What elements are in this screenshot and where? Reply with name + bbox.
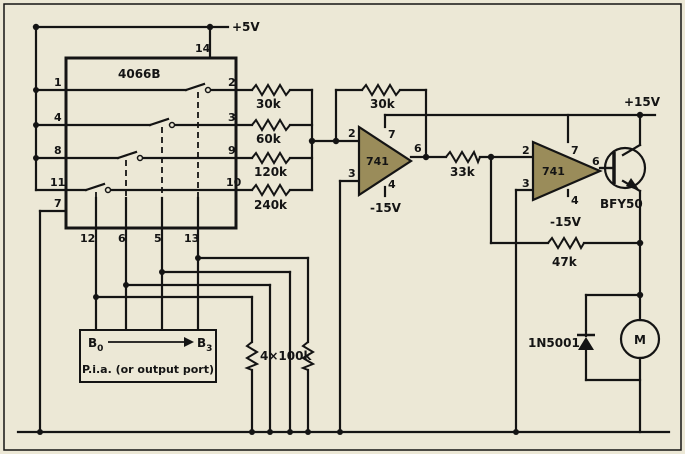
chip-4066b — [64, 56, 238, 230]
transistor-label: BFY50 — [600, 197, 643, 211]
pin-7: 7 — [54, 197, 62, 210]
pin-2: 2 — [228, 76, 236, 89]
opamp2-neg-supply: -15V — [550, 215, 582, 229]
supply-15v-label: +15V — [624, 95, 661, 109]
pin-8: 8 — [54, 144, 62, 157]
pin-3: 3 — [228, 111, 236, 124]
opamp-2 — [531, 140, 603, 202]
resistor-33k — [445, 149, 481, 165]
chip-name: 4066B — [118, 67, 161, 81]
opamp1-pin-inv: 2 — [348, 127, 356, 140]
motor — [619, 318, 661, 360]
resistor-pullup-left — [244, 341, 260, 371]
feedback2-resistor-label: 47k — [552, 255, 578, 269]
diode-1n5001 — [577, 330, 595, 350]
resistor-120k-in — [251, 151, 291, 165]
pin-5: 5 — [154, 232, 162, 245]
motor-label: M — [634, 333, 646, 347]
resistor-240k-in — [251, 183, 291, 197]
diode-label: 1N5001 — [528, 336, 580, 350]
opamp2-pin-vcc: 7 — [571, 144, 579, 157]
pia-b0: B0 — [88, 336, 103, 354]
feedback-resistor-label: 30k — [370, 97, 396, 111]
opamp1-pin-out: 6 — [414, 142, 422, 155]
resistor-47k — [547, 235, 585, 251]
opamp1-pin-noninv: 3 — [348, 167, 356, 180]
pia-b3: B3 — [197, 336, 212, 354]
pin-11: 11 — [50, 176, 65, 189]
supply-5v-label: +5V — [232, 20, 260, 34]
opamp2-pin-inv: 2 — [522, 144, 530, 157]
resistor-pullup-right — [300, 341, 316, 371]
switch-control-lines — [95, 92, 199, 228]
pin-4: 4 — [54, 111, 62, 124]
resistor-30k-in — [251, 83, 291, 97]
wires — [16, 25, 671, 434]
switch-contacts — [104, 86, 212, 194]
opamp1-neg-supply: -15V — [370, 201, 402, 215]
pin-14: 14 — [195, 42, 211, 55]
junction-dots — [32, 23, 644, 435]
pia-caption: P.i.a. (or output port) — [82, 363, 214, 376]
opamp2-pin-vee: 4 — [571, 194, 579, 207]
resistor-30k-feedback — [361, 83, 401, 97]
series-resistor-label: 33k — [450, 165, 476, 179]
resistors — [244, 83, 585, 371]
pin-9: 9 — [228, 144, 236, 157]
pullups-label: 4×100k — [260, 349, 312, 363]
pin-12: 12 — [80, 232, 95, 245]
resistor-label-30k: 30k — [256, 97, 282, 111]
pin-6: 6 — [118, 232, 126, 245]
pia-arrowhead — [184, 337, 194, 347]
opamp1-label: 741 — [366, 155, 389, 168]
opamp2-pin-noninv: 3 — [522, 177, 530, 190]
resistor-label-60k: 60k — [256, 132, 282, 146]
pin-13: 13 — [184, 232, 199, 245]
opamp1-pin-vee: 4 — [388, 178, 396, 191]
pia-box — [79, 329, 217, 383]
opamp2-label: 741 — [542, 165, 565, 178]
opamp-1 — [357, 124, 414, 198]
pin-10: 10 — [226, 176, 242, 189]
opamp1-pin-vcc: 7 — [388, 128, 396, 141]
opamp2-pin-out: 6 — [592, 155, 600, 168]
transistor-bfy50 — [600, 146, 647, 191]
resistor-label-240k: 240k — [254, 198, 288, 212]
resistor-label-120k: 120k — [254, 165, 288, 179]
resistor-60k-in — [251, 118, 291, 132]
pin-1: 1 — [54, 76, 62, 89]
